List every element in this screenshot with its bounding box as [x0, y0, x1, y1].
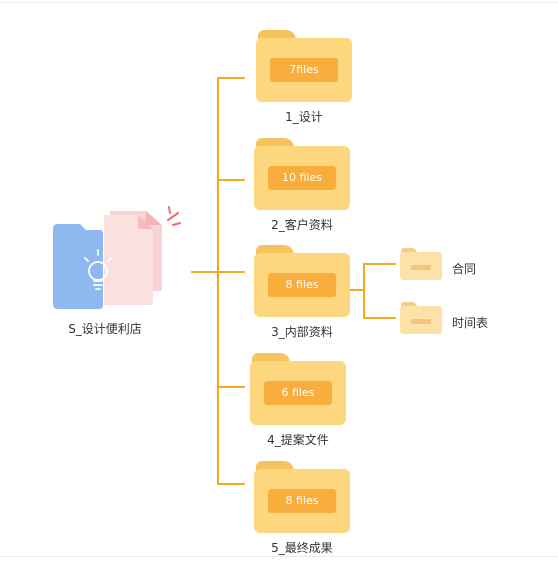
folder-label-3: 3_内部资料 — [271, 325, 333, 339]
lightbulb-icon — [84, 249, 112, 290]
spark-line-1 — [167, 212, 179, 221]
spark-line-3 — [172, 222, 181, 226]
subfolder-tab — [401, 248, 417, 255]
folder-5[interactable]: 8 files — [254, 461, 350, 533]
subfolder-tab — [401, 302, 417, 309]
subfolder-label-1: 合同 — [452, 262, 477, 276]
bottom-border — [0, 556, 558, 557]
folder-4[interactable]: 6 files — [250, 353, 346, 425]
subfolder-1[interactable] — [400, 248, 442, 280]
folder-2[interactable]: 10 files — [254, 138, 350, 210]
top-border — [0, 2, 558, 3]
subfolder-bar — [411, 265, 431, 270]
root-folder-icon[interactable] — [50, 203, 186, 313]
root-label: S_设计便利店 — [68, 322, 142, 336]
folder-label-5: 5_最终成果 — [271, 541, 333, 555]
front-paper-fold — [138, 215, 153, 229]
folder-label-2: 2_客户资料 — [271, 218, 333, 232]
folder-1[interactable]: 7files — [256, 30, 352, 102]
folder-shape — [53, 224, 103, 309]
subfolder-bar — [411, 319, 431, 324]
folder-label-1: 1_设计 — [285, 110, 323, 124]
front-paper — [104, 215, 153, 305]
file-count-badge: 6 files — [264, 381, 332, 405]
folder-label-4: 4_提案文件 — [267, 433, 329, 447]
file-count-badge: 7files — [270, 58, 338, 82]
file-count-badge: 8 files — [268, 489, 336, 513]
subfolder-2[interactable] — [400, 302, 442, 334]
subfolder-label-2: 时间表 — [452, 316, 489, 330]
folder-3[interactable]: 8 files — [254, 245, 350, 317]
spark-line-2 — [168, 206, 171, 214]
back-paper-fold — [146, 211, 162, 225]
file-count-badge: 10 files — [268, 166, 336, 190]
file-count-badge: 8 files — [268, 273, 336, 297]
